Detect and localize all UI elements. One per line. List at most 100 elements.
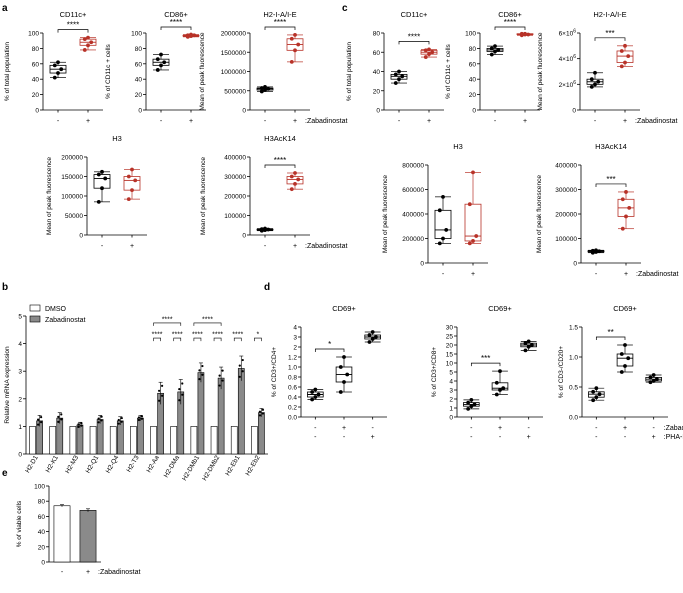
d1-sig-label: * bbox=[328, 340, 331, 349]
d1-x-label: + bbox=[342, 425, 346, 432]
b-point bbox=[37, 418, 40, 421]
d3-point bbox=[648, 375, 653, 380]
b-point bbox=[178, 399, 181, 402]
a3-point bbox=[259, 86, 264, 90]
d3-point bbox=[619, 370, 624, 374]
c5-point bbox=[620, 197, 625, 202]
d1-point bbox=[310, 390, 315, 394]
d3-point bbox=[654, 377, 659, 382]
b-point bbox=[258, 414, 262, 417]
a3-point bbox=[289, 36, 294, 41]
c2-title: CD86+ bbox=[498, 10, 522, 19]
c1-point bbox=[397, 77, 401, 82]
c1-point bbox=[393, 72, 398, 77]
d2-x-label: - bbox=[499, 434, 502, 441]
a2-point bbox=[155, 57, 160, 62]
a1-x-label: - bbox=[57, 118, 60, 125]
d3-x-label: - bbox=[652, 425, 655, 432]
a1-y-tick-label: 40 bbox=[32, 77, 40, 84]
a5-y-tick-label: 300000 bbox=[224, 174, 246, 181]
a5-point bbox=[266, 227, 271, 232]
b-sig-label: **** bbox=[212, 332, 223, 339]
b-point bbox=[201, 373, 204, 376]
b-sig-label: **** bbox=[162, 316, 173, 323]
b-bar bbox=[69, 426, 77, 455]
a3-point bbox=[293, 33, 297, 37]
d3-sig-label: ** bbox=[608, 328, 614, 337]
b-bar bbox=[109, 426, 117, 455]
c4-point bbox=[471, 170, 475, 175]
b-point bbox=[137, 418, 141, 422]
d2-point bbox=[469, 398, 474, 402]
c2-point bbox=[489, 46, 494, 51]
b-sig-bracket bbox=[233, 337, 242, 342]
b-point bbox=[238, 375, 241, 378]
c2-x-label: + bbox=[523, 118, 527, 125]
a1-y-tick-label: 0 bbox=[35, 108, 39, 115]
a2-point bbox=[159, 52, 163, 57]
c5-point bbox=[620, 226, 625, 231]
d3-point bbox=[619, 352, 624, 356]
a3-y-tick-label: 0 bbox=[242, 108, 246, 115]
c1-sig-bracket bbox=[398, 41, 430, 45]
b-point bbox=[57, 415, 60, 418]
a2-y-tick-label: 60 bbox=[135, 61, 143, 68]
panel-label-e: e bbox=[2, 468, 8, 479]
d1-point bbox=[338, 365, 343, 369]
c1-y-tick-label: 60 bbox=[373, 50, 381, 57]
b-point bbox=[140, 417, 144, 420]
a5-y-tick-label: 0 bbox=[242, 233, 246, 240]
b-point bbox=[57, 420, 60, 423]
c3-y-tick-label: 0 bbox=[572, 108, 576, 115]
c5-y-tick-label: 0 bbox=[573, 261, 577, 268]
d1-x-label: + bbox=[371, 434, 375, 441]
d2-point bbox=[498, 388, 502, 392]
d2-y-tick-label: 1 bbox=[449, 406, 453, 413]
b-point bbox=[161, 394, 164, 397]
b-bar bbox=[258, 412, 265, 455]
b-point bbox=[97, 417, 100, 420]
c4-point bbox=[441, 194, 445, 199]
a1-y-tick-label: 80 bbox=[32, 46, 40, 53]
b-sig-label: **** bbox=[192, 332, 203, 339]
b-bar bbox=[197, 372, 205, 455]
panel-label-c: c bbox=[342, 3, 348, 14]
a2-sig-label: **** bbox=[170, 18, 182, 27]
d2-point bbox=[466, 407, 471, 411]
a4-point bbox=[96, 172, 101, 177]
b-point bbox=[100, 415, 103, 418]
a1-point bbox=[82, 48, 87, 52]
c1-point bbox=[393, 81, 398, 85]
c4-point bbox=[474, 234, 479, 238]
d1-point bbox=[370, 337, 375, 341]
d2-point bbox=[466, 400, 471, 405]
b-point bbox=[221, 379, 224, 382]
d1-point bbox=[342, 380, 346, 384]
b-point bbox=[140, 415, 144, 418]
b-bar bbox=[190, 426, 198, 455]
b-sig-bracket bbox=[153, 322, 182, 326]
a2-y-tick-label: 100 bbox=[131, 31, 142, 38]
d1-y-tick-label: 1.0 bbox=[288, 365, 297, 372]
d3-condition-label: :PHA-L bbox=[664, 434, 683, 441]
d3-x-label: + bbox=[623, 425, 627, 432]
a3-y-tick-label: 500000 bbox=[224, 88, 246, 95]
d1-x-label: - bbox=[371, 425, 374, 432]
c1-sig-label: **** bbox=[408, 32, 420, 41]
b-bar bbox=[76, 424, 84, 455]
a1-sig-label: **** bbox=[67, 21, 79, 30]
a2-point bbox=[162, 60, 167, 65]
b-point bbox=[161, 384, 164, 387]
b-point bbox=[241, 358, 244, 362]
b-sig-bracket bbox=[213, 337, 222, 342]
e-y-tick-label: 60 bbox=[38, 514, 46, 521]
a4-y-tick-label: 0 bbox=[79, 233, 83, 240]
b-y-tick-label: 4 bbox=[18, 341, 22, 348]
c2-point bbox=[493, 44, 497, 48]
a5-condition-label: :Zabadinostat bbox=[305, 243, 347, 250]
c4-point bbox=[471, 239, 475, 243]
c3-point bbox=[623, 43, 627, 48]
d2-x-label: + bbox=[498, 425, 502, 432]
d2-y-tick-label: 3 bbox=[449, 388, 453, 395]
b-sig-label: **** bbox=[172, 332, 183, 339]
